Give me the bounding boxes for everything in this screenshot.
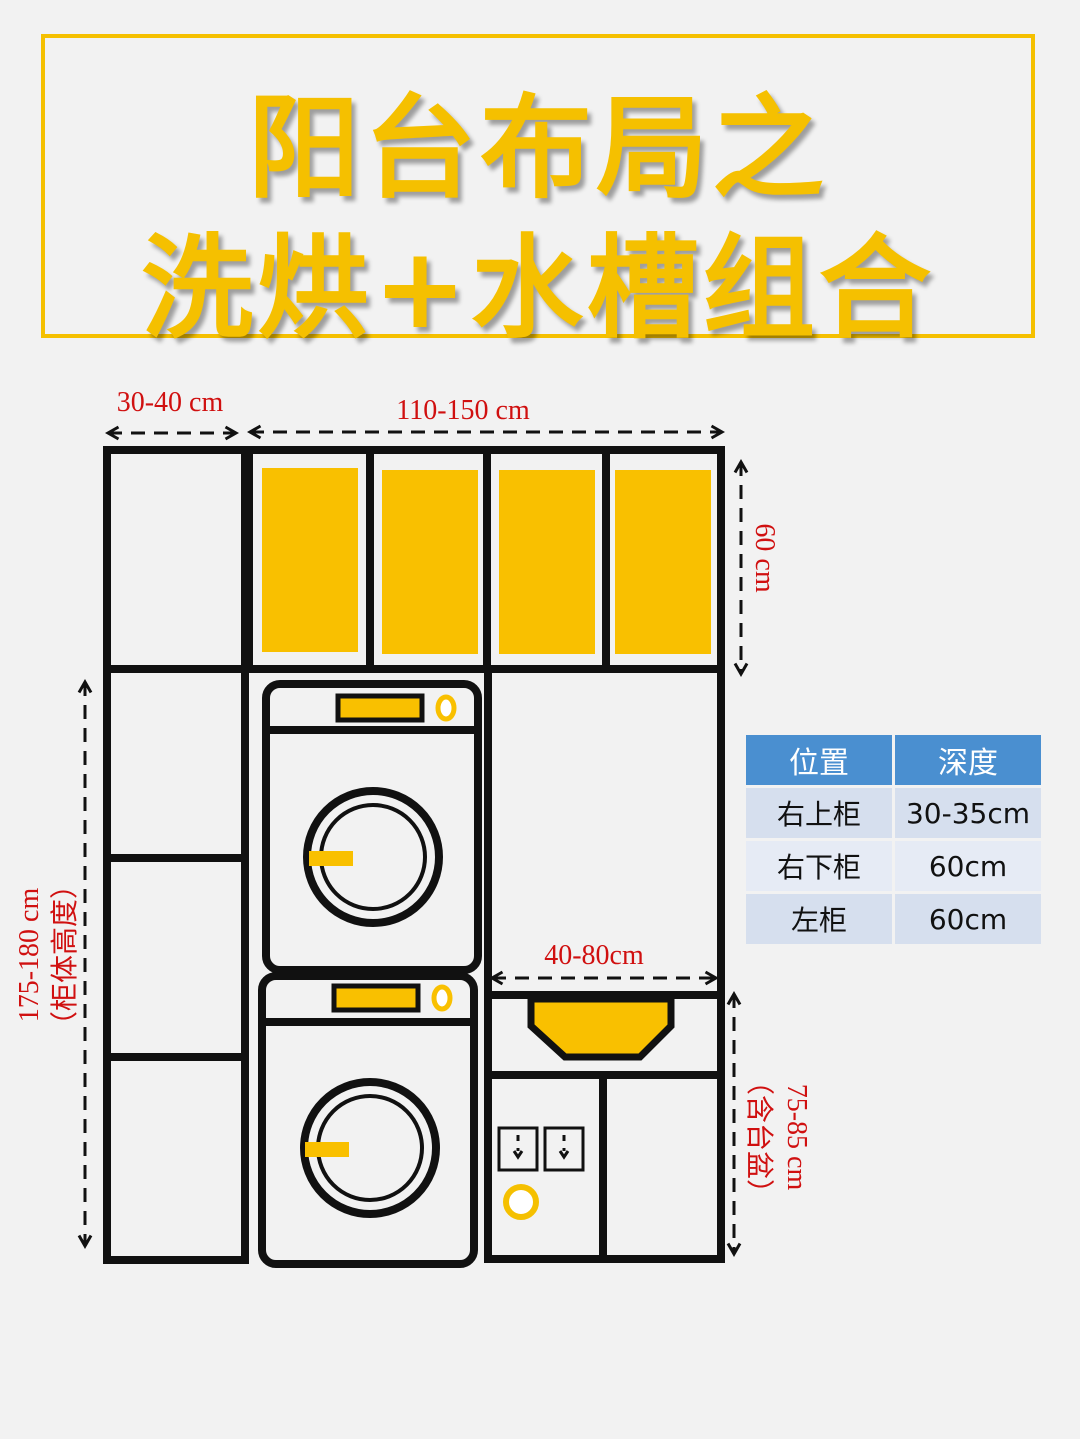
- table-row: 右下柜 60cm: [746, 841, 1041, 891]
- table-cell: 右上柜: [746, 788, 892, 838]
- title-line-1: 阳台布局之: [248, 84, 828, 214]
- drain-outlet-icon: [503, 1184, 539, 1220]
- label-sink-height-note: （含台盆）: [743, 1067, 775, 1207]
- table-cell: 右下柜: [746, 841, 892, 891]
- table-cell: 60cm: [895, 894, 1041, 944]
- table-row: 右上柜 30-35cm: [746, 788, 1041, 838]
- table-cell: 60cm: [895, 841, 1041, 891]
- table-cell: 左柜: [746, 894, 892, 944]
- title-frame: 阳台布局之 洗烘+水槽组合: [41, 34, 1035, 354]
- depth-table: 位置 深度 右上柜 30-35cm 右下柜 60cm 左柜 60cm: [743, 732, 1044, 947]
- upper-cabinet-doors: [262, 468, 711, 654]
- label-left-width: 30-40 cm: [117, 387, 224, 418]
- washer-machine: [258, 972, 478, 1268]
- label-total-height: 175-180 cm: [14, 888, 45, 1023]
- table-header: 位置: [746, 735, 892, 785]
- title-line-2: 洗烘+水槽组合: [141, 224, 935, 354]
- label-upper-height: 60 cm: [749, 523, 780, 592]
- label-sink-width: 40-80cm: [544, 940, 644, 971]
- table-header: 深度: [895, 735, 1041, 785]
- table-cell: 30-35cm: [895, 788, 1041, 838]
- table-row: 左柜 60cm: [746, 894, 1041, 944]
- power-socket-icon: [497, 1126, 585, 1172]
- label-top-width: 110-150 cm: [396, 395, 530, 426]
- dryer-machine: [262, 680, 482, 974]
- sink-basin-icon: [527, 995, 675, 1061]
- label-sink-height: 75-85 cm: [781, 1084, 812, 1191]
- label-total-height-note: （柜体高度）: [49, 871, 81, 1039]
